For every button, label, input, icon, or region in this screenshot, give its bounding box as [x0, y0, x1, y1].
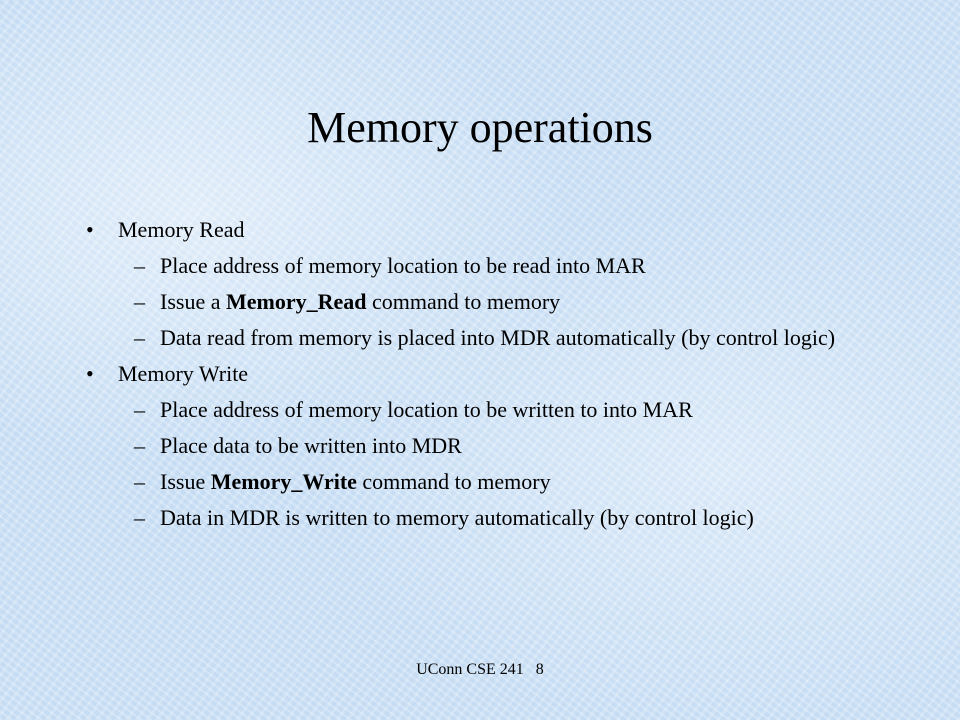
sub-item: – Place address of memory location to be…	[80, 252, 920, 280]
slide-content: Memory Read – Place address of memory lo…	[80, 216, 920, 540]
sub-item-text: Place address of memory location to be w…	[160, 397, 693, 422]
bullet-memory-read: Memory Read	[80, 216, 920, 244]
command-name: Memory_Read	[225, 289, 367, 314]
footer-text: UConn CSE 241	[416, 661, 524, 678]
sub-item: – Issue a Memory_Read command to memory	[80, 288, 920, 316]
page-number: 8	[535, 661, 544, 678]
sub-item: – Issue Memory_Write command to memory	[80, 468, 920, 496]
command-name: Memory_Write	[210, 469, 357, 494]
slide-footer: UConn CSE 241 8	[0, 660, 960, 680]
dash-marker: –	[134, 253, 145, 278]
bullet-memory-write: Memory Write	[80, 360, 920, 388]
sub-item-text: Place address of memory location to be r…	[160, 253, 646, 278]
sub-item-text: command to memory	[366, 289, 561, 314]
sub-item: – Data in MDR is written to memory autom…	[80, 504, 920, 532]
sub-item-text: Issue	[160, 469, 211, 494]
sub-item-text: Data read from memory is placed into MDR…	[160, 325, 836, 350]
slide-title: Memory operations	[307, 103, 653, 152]
sub-item: – Place address of memory location to be…	[80, 396, 920, 424]
sub-item: – Data read from memory is placed into M…	[80, 324, 920, 352]
dash-marker: –	[134, 325, 145, 350]
dash-marker: –	[134, 505, 145, 530]
sub-item-text: Data in MDR is written to memory automat…	[160, 505, 754, 530]
dash-marker: –	[134, 469, 145, 494]
sub-item-text: Place data to be written into MDR	[160, 433, 462, 458]
sub-item: – Place data to be written into MDR	[80, 432, 920, 460]
dash-marker: –	[134, 289, 145, 314]
sub-item-text: command to memory	[356, 469, 551, 494]
dash-marker: –	[134, 397, 145, 422]
dash-marker: –	[134, 433, 145, 458]
sub-item-text: Issue a	[160, 289, 226, 314]
